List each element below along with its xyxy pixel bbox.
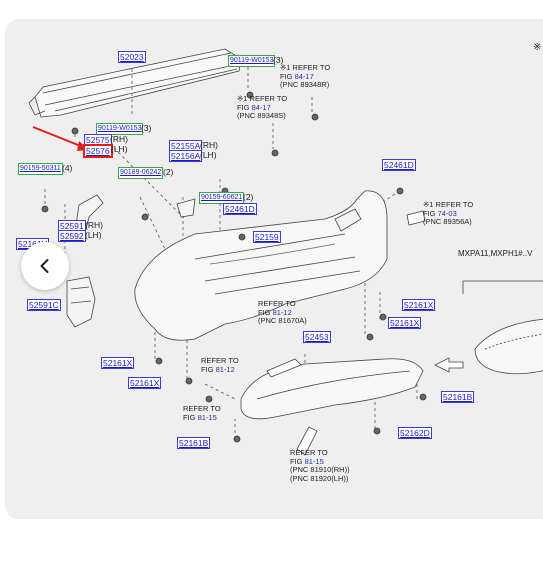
part-90119-w0153[interactable]: 90119-W0153	[96, 123, 144, 135]
part-90189-06242[interactable]: 90189-06242	[118, 167, 164, 179]
refer-to-text: REFER TO	[258, 299, 296, 308]
refer-to-text: ※1 REFER TO	[423, 200, 474, 209]
refer-to-note: ※1 REFER TO FIG 74-03 (PNC 89356A)	[423, 200, 474, 227]
part-52461d[interactable]: 52461D	[223, 203, 257, 215]
fig-link[interactable]: 81-15	[197, 412, 217, 422]
refer-to-note: REFER TO FIG 81-12	[201, 356, 239, 375]
refer-fig-line: FIG 84-17	[237, 102, 287, 113]
part-side: (LH)	[111, 144, 128, 154]
corner-mark: ※	[533, 42, 542, 53]
refer-fig-line: FIG 84-17	[280, 71, 330, 82]
part-90159-50311[interactable]: 90159-50311	[18, 163, 63, 175]
diagram-viewer: 52023 90119-W0153 (3) 90119-W0153 (3) 52…	[5, 19, 543, 519]
part-90119-w0153[interactable]: 90119-W0153	[228, 55, 276, 67]
refer-to-text: REFER TO	[201, 356, 239, 365]
part-52592[interactable]: 52592	[58, 230, 86, 242]
part-52461d[interactable]: 52461D	[382, 159, 416, 171]
fig-prefix: FIG	[258, 307, 273, 317]
part-52161x[interactable]: 52161X	[402, 299, 436, 311]
refer-to-text: ※1 REFER TO	[237, 94, 288, 103]
chevron-left-icon	[40, 259, 49, 273]
part-52161x[interactable]: 52161X	[388, 317, 422, 329]
fig-prefix: FIG	[183, 412, 198, 422]
part-52162d[interactable]: 52162D	[398, 427, 432, 439]
fig-prefix: FIG	[237, 102, 252, 112]
refer-fig-line: FIG 81-15	[290, 456, 350, 467]
refer-to-note: REFER TO FIG 81-15	[183, 404, 221, 423]
model-note: MXPA11,MXPH1#..V	[458, 249, 533, 258]
fig-prefix: FIG	[423, 208, 438, 218]
part-qty: (4)	[62, 163, 73, 173]
refer-to-note: ※1 REFER TO FIG 84-17 (PNC 89348R)	[280, 63, 331, 90]
part-side: (LH)	[85, 230, 102, 240]
pnc-text: (PNC 81670A)	[258, 316, 307, 325]
previous-image-button[interactable]	[21, 242, 69, 290]
refer-fig-line: FIG 81-12	[201, 364, 239, 375]
fig-link[interactable]: 84-17	[294, 71, 314, 81]
part-52591c[interactable]: 52591C	[27, 299, 61, 311]
part-side: (RH)	[85, 220, 103, 230]
pnc-text: (PNC 89348S)	[237, 111, 286, 120]
part-qty: (2)	[163, 167, 174, 177]
refer-to-note: REFER TO FIG 81-15 (PNC 81910(RH)) (PNC …	[290, 448, 350, 483]
refer-to-text: REFER TO	[183, 404, 221, 413]
pnc-text: (PNC 89348R)	[280, 80, 330, 89]
fig-prefix: FIG	[201, 364, 216, 374]
fig-link[interactable]: 74-03	[437, 208, 457, 218]
part-side: (RH)	[200, 140, 218, 150]
fig-link[interactable]: 81-12	[215, 364, 235, 374]
part-52161x[interactable]: 52161X	[101, 357, 135, 369]
refer-to-text: REFER TO	[290, 448, 328, 457]
part-52159[interactable]: 52159	[253, 231, 281, 243]
part-52161b[interactable]: 52161B	[177, 437, 211, 449]
refer-to-text: ※1 REFER TO	[280, 63, 331, 72]
refer-to-note: ※1 REFER TO FIG 84-17 (PNC 89348S)	[237, 94, 288, 121]
part-qty: (3)	[141, 123, 152, 133]
pnc-text: (PNC 89356A)	[423, 217, 472, 226]
fig-prefix: FIG	[280, 71, 295, 81]
fig-link[interactable]: 81-15	[304, 456, 324, 466]
part-side: (LH)	[200, 150, 217, 160]
part-90159-60621[interactable]: 90159-60621	[199, 192, 245, 204]
fig-link[interactable]: 81-12	[272, 307, 292, 317]
part-52576-highlighted[interactable]: 52576	[83, 144, 113, 158]
refer-to-note: REFER TO FIG 81-12 (PNC 81670A)	[258, 299, 307, 326]
part-52161x[interactable]: 52161X	[128, 377, 162, 389]
part-52161b[interactable]: 52161B	[441, 391, 475, 403]
part-qty: (2)	[243, 192, 254, 202]
refer-fig-line: FIG 81-12	[258, 307, 307, 318]
fig-prefix: FIG	[290, 456, 305, 466]
part-qty: (3)	[273, 55, 284, 65]
refer-fig-line: FIG 81-15	[183, 412, 221, 423]
bumper-exploded-diagram	[28, 48, 543, 456]
part-side: (RH)	[110, 134, 128, 144]
refer-fig-line: FIG 74-03	[423, 208, 473, 219]
fig-link[interactable]: 84-17	[251, 102, 271, 112]
part-52156a[interactable]: 52156A	[169, 150, 203, 162]
pnc-text: (PNC 81910(RH))	[290, 465, 350, 474]
part-52023[interactable]: 52023	[118, 51, 146, 63]
pnc-text: (PNC 81920(LH))	[290, 473, 349, 483]
part-52453[interactable]: 52453	[303, 331, 331, 343]
